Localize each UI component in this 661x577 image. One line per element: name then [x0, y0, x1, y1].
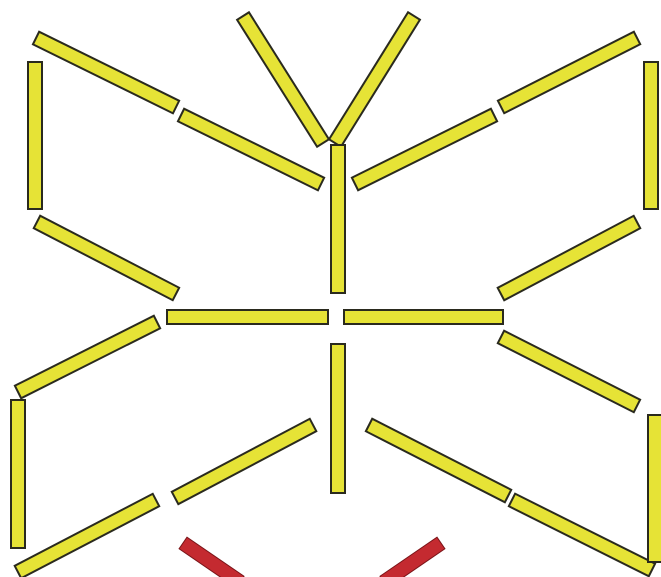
yellow-matchstick-5[interactable] [329, 12, 420, 146]
yellow-matchstick-6[interactable] [498, 32, 640, 113]
yellow-matchstick-16[interactable] [498, 331, 640, 412]
yellow-matchstick-12[interactable] [167, 310, 328, 324]
yellow-matchstick-11[interactable] [34, 216, 179, 300]
red-matchstick-1[interactable] [179, 537, 244, 577]
yellow-matchstick-10[interactable] [331, 344, 345, 493]
yellow-matchstick-22[interactable] [648, 415, 661, 562]
yellow-matchstick-7[interactable] [644, 62, 658, 209]
yellow-matchstick-1[interactable] [33, 32, 179, 114]
yellow-matchstick-13[interactable] [15, 316, 160, 398]
yellow-matchstick-21[interactable] [509, 494, 655, 577]
yellow-matchstick-4[interactable] [237, 12, 329, 146]
yellow-matchstick-15[interactable] [344, 310, 503, 324]
yellow-matchstick-20[interactable] [366, 419, 511, 502]
yellow-matchstick-17[interactable] [11, 400, 25, 548]
yellow-matchstick-19[interactable] [15, 494, 160, 577]
yellow-matchstick-14[interactable] [498, 216, 641, 300]
red-matchstick-2[interactable] [380, 537, 445, 577]
yellow-matchstick-9[interactable] [331, 145, 345, 293]
yellow-matchstick-8[interactable] [352, 109, 497, 191]
yellow-matchstick-2[interactable] [28, 62, 42, 209]
yellow-matchstick-18[interactable] [172, 419, 317, 504]
